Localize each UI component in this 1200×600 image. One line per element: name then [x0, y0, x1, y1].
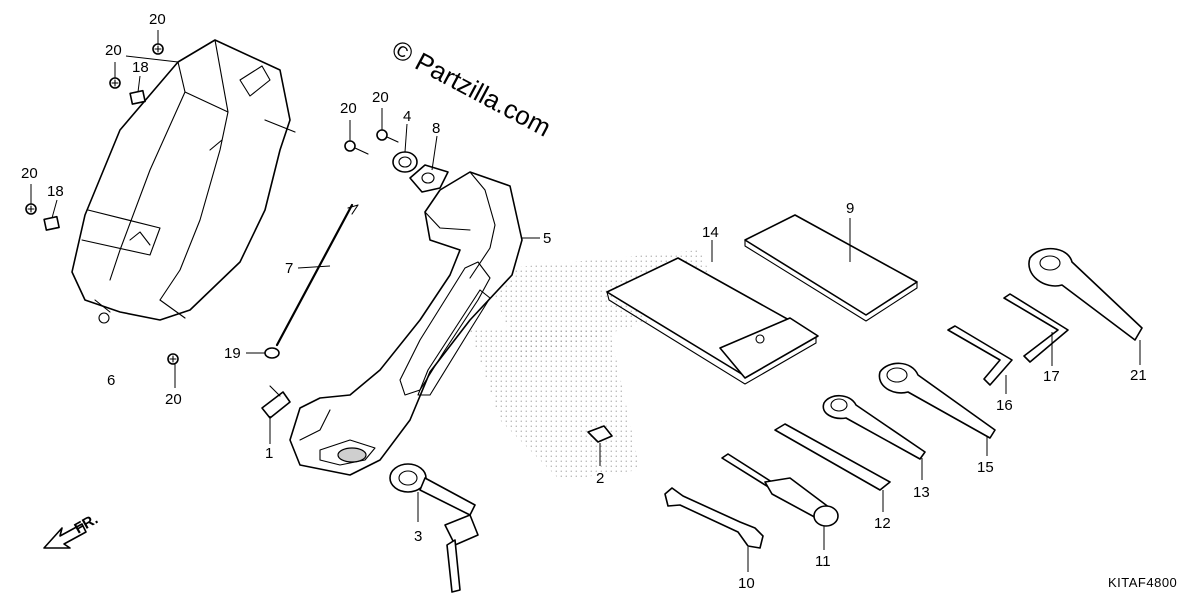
part-21-ring-wrench[interactable]: [1028, 247, 1143, 341]
callout-16: 16: [996, 397, 1013, 414]
part-20-screw-d[interactable]: [167, 353, 179, 365]
callout-13: 13: [913, 484, 930, 501]
callout-9: 9: [846, 200, 854, 217]
part-11-socket-wrench[interactable]: [721, 453, 839, 527]
part-20-screw-c[interactable]: [25, 203, 37, 215]
part-15-box-wrench[interactable]: [878, 362, 996, 439]
part-7-rod[interactable]: [275, 203, 359, 347]
callout-20-e: 20: [340, 100, 357, 117]
part-10-open-wrench[interactable]: [664, 487, 764, 549]
callout-2: 2: [596, 470, 604, 487]
callout-19: 19: [224, 345, 241, 362]
part-17-hex-key[interactable]: [1003, 293, 1069, 363]
callout-20-b: 20: [105, 42, 122, 59]
part-8-plate[interactable]: [409, 164, 449, 193]
callout-6: 6: [107, 372, 115, 389]
callout-20-d: 20: [165, 391, 182, 408]
callout-8: 8: [432, 120, 440, 137]
callout-15: 15: [977, 459, 994, 476]
part-6-case-bracket[interactable]: [71, 39, 296, 324]
part-20-screw-f[interactable]: [376, 129, 399, 143]
callout-7: 7: [285, 260, 293, 277]
watermark-text: © Partzilla.com: [387, 34, 556, 143]
callout-1: 1: [265, 445, 273, 462]
part-9-manual[interactable]: [744, 214, 918, 322]
leader-lines: [30, 30, 1141, 572]
part-20-screw-b[interactable]: [109, 77, 121, 89]
callout-14: 14: [702, 224, 719, 241]
part-14-tool-bag[interactable]: [606, 257, 819, 385]
part-19-washer[interactable]: [264, 347, 280, 359]
callout-5: 5: [543, 230, 551, 247]
callout-4: 4: [403, 108, 411, 125]
part-1-clip[interactable]: [261, 385, 291, 419]
part-5-cover[interactable]: [289, 171, 523, 476]
callout-20-c: 20: [21, 165, 38, 182]
diagram-code: KITAF4800: [1108, 575, 1177, 590]
callout-17: 17: [1043, 368, 1060, 385]
callout-20-a: 20: [149, 11, 166, 28]
part-2-connector[interactable]: [587, 425, 613, 443]
part-18-clip-b[interactable]: [43, 215, 60, 231]
part-13-box-wrench[interactable]: [822, 394, 926, 460]
part-16-hex-key[interactable]: [947, 325, 1013, 386]
callout-11: 11: [815, 553, 831, 570]
part-20-screw-a[interactable]: [152, 43, 164, 55]
part-3-key-lock[interactable]: [389, 463, 479, 593]
part-20-screw-e[interactable]: [344, 140, 369, 155]
front-direction-arrow-icon: FR.: [43, 511, 101, 549]
part-18-clip-a[interactable]: [129, 89, 146, 105]
part-12-strip[interactable]: [774, 423, 891, 491]
callout-20-f: 20: [372, 89, 389, 106]
callout-18-b: 18: [47, 183, 64, 200]
callout-12: 12: [874, 515, 891, 532]
callout-21: 21: [1130, 367, 1147, 384]
callout-numbers: 20 20 18 20 18 6 20 20 20 4 8 5 7 19 1 2…: [21, 11, 1147, 592]
callout-3: 3: [414, 528, 422, 545]
callout-18-a: 18: [132, 59, 149, 76]
part-4-grommet[interactable]: [392, 151, 418, 173]
callout-10: 10: [738, 575, 755, 592]
